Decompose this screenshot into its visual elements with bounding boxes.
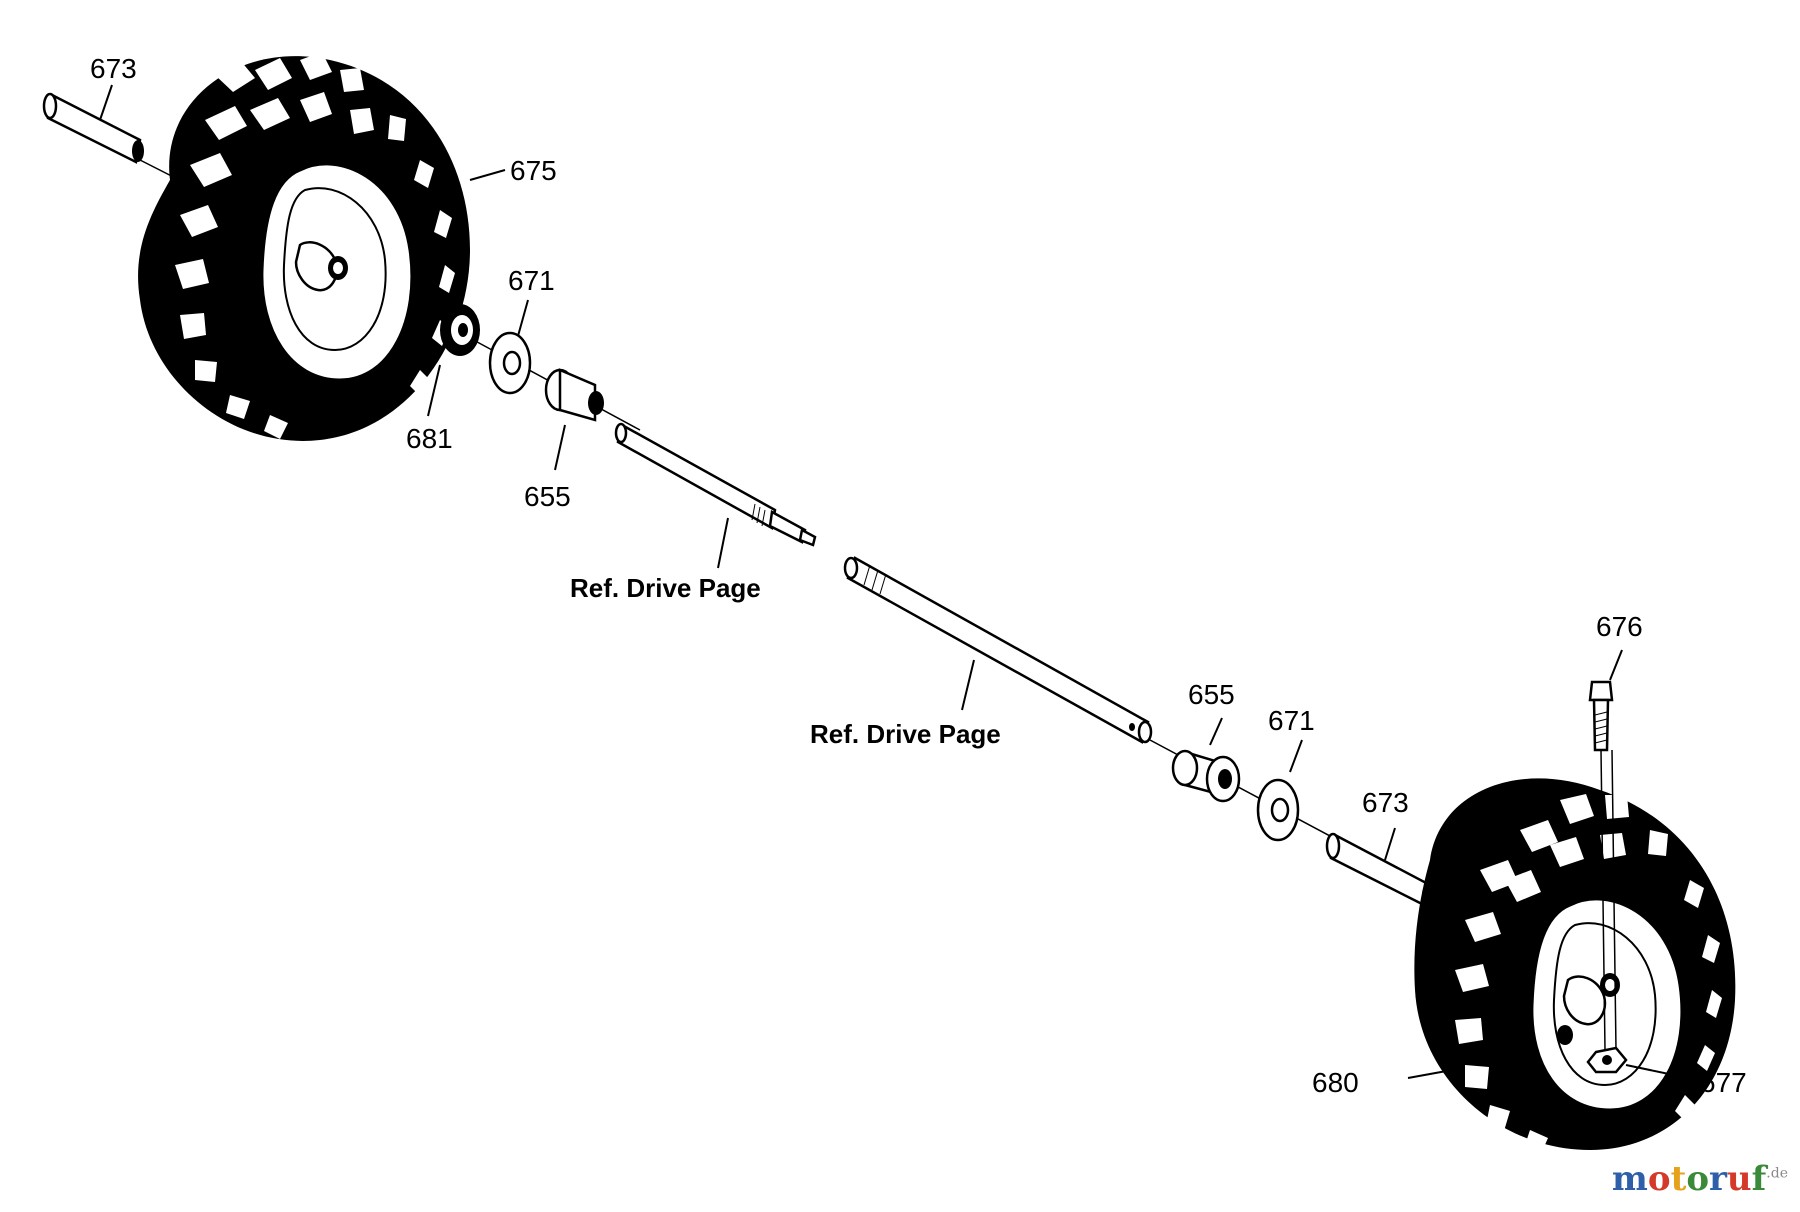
nut-677 <box>1586 1046 1628 1074</box>
washer-671-right <box>1256 778 1300 842</box>
watermark-letter: t <box>1670 1159 1687 1199</box>
short-axle-shaft <box>614 422 817 547</box>
watermark-letter: o <box>1647 1159 1671 1199</box>
callout-676: 676 <box>1596 611 1643 642</box>
callout-681: 681 <box>406 423 453 454</box>
bushing-655-right <box>1171 749 1241 803</box>
callout-680: 680 <box>1312 1067 1359 1098</box>
bearing-681 <box>440 304 480 356</box>
callout-677: 677 <box>1700 1067 1747 1098</box>
bushing-655-left <box>544 368 604 422</box>
callout-671-left: 671 <box>508 265 555 296</box>
watermark-letter: u <box>1726 1159 1752 1199</box>
right-wheel <box>1414 778 1736 1156</box>
axle-sleeve-673-right <box>1325 832 1434 908</box>
watermark-letter: r <box>1709 1159 1727 1199</box>
long-axle-shaft <box>843 556 1153 744</box>
bolt-676 <box>1588 680 1617 1051</box>
callout-655-right: 655 <box>1188 679 1235 710</box>
callout-675: 675 <box>510 155 557 186</box>
callout-673-left: 673 <box>90 53 137 84</box>
watermark-letter: m <box>1611 1159 1648 1199</box>
ref-drive-page-2: Ref. Drive Page <box>810 719 1001 749</box>
watermark-suffix: .de <box>1766 1165 1788 1182</box>
callout-671-right: 671 <box>1268 705 1315 736</box>
washer-671-left <box>488 331 532 395</box>
ref-drive-page-1: Ref. Drive Page <box>570 573 761 603</box>
axle-sleeve-673-left <box>42 92 144 164</box>
leader-lines <box>99 84 1689 1079</box>
watermark-letter: o <box>1686 1159 1709 1199</box>
callout-655-left: 655 <box>524 481 571 512</box>
left-wheel <box>138 52 471 441</box>
watermark-logo: motoruf.de <box>1612 1159 1788 1199</box>
watermark-letter: f <box>1751 1159 1767 1199</box>
callout-673-right: 673 <box>1362 787 1409 818</box>
